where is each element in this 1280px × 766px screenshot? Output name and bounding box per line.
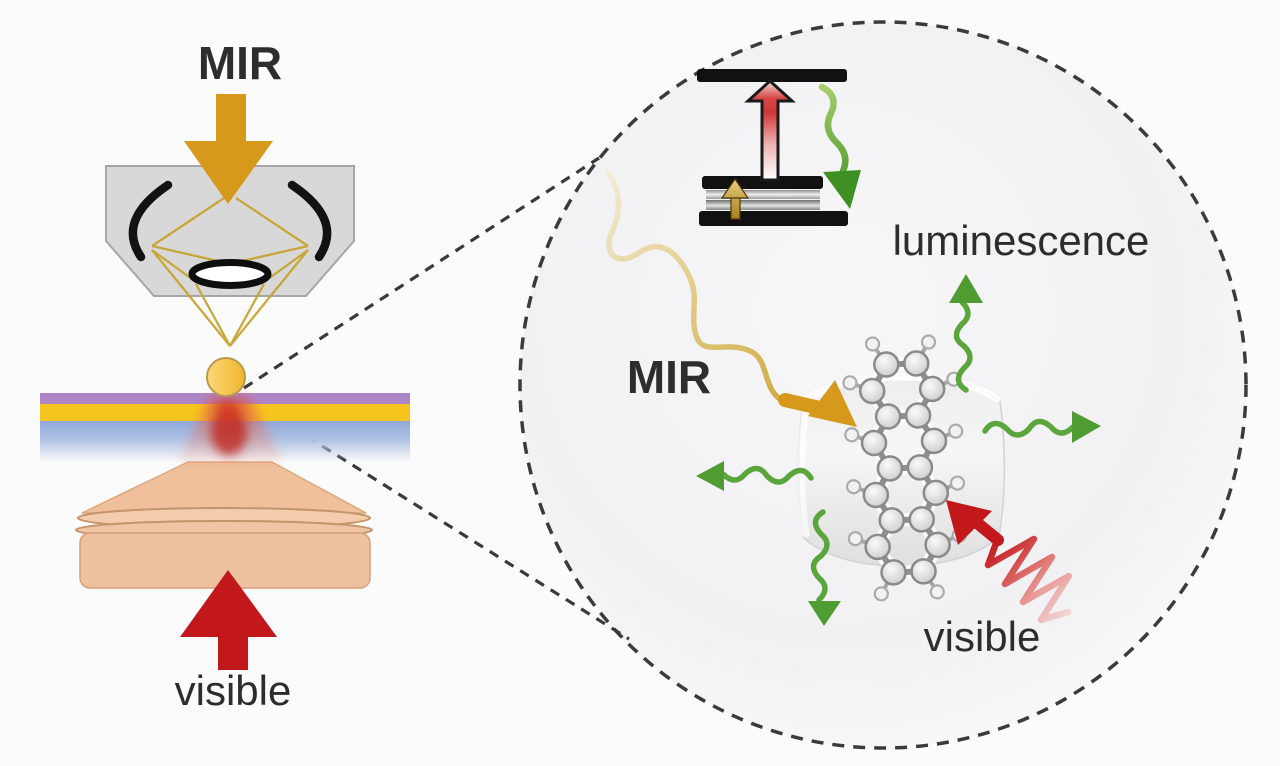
luminescence-arrow-up-icon <box>949 274 983 393</box>
condenser-cone <box>81 461 367 514</box>
molecule-carbon-atoms <box>858 350 951 586</box>
luminescence-arrows <box>696 274 1101 626</box>
visible-excitation-arrow-icon <box>744 78 796 182</box>
objective-left-mirror-arc <box>128 180 173 262</box>
molecule-bonds <box>869 360 941 576</box>
visible-source-arrow-icon <box>180 570 277 670</box>
luminescence-label: luminescence <box>892 217 1150 264</box>
sample-droplet <box>206 357 246 397</box>
mir-into-sample-arrow-icon <box>778 380 857 427</box>
mir-excitation-arrow-icon <box>720 177 750 220</box>
vibrational-sublevel-b <box>706 200 820 210</box>
photothermal-glow <box>176 398 284 464</box>
visible-spring-wave <box>946 500 1073 624</box>
visible-into-sample-arrow-icon <box>946 500 1004 546</box>
objective-body <box>105 165 355 297</box>
condenser-lens <box>75 461 373 589</box>
mir-beam-paths <box>151 197 309 347</box>
vibrational-sublevel-a <box>706 190 820 199</box>
mir-source-arrow-icon <box>184 94 273 204</box>
molecule <box>842 334 967 602</box>
molecule-hydrogen-atoms <box>842 334 967 602</box>
mir-label-left: MIR <box>197 37 283 89</box>
zoom-circle-dashed-border <box>518 20 1248 750</box>
visible-label-zoom: visible <box>923 613 1041 660</box>
objective-secondary-mirror <box>188 259 272 289</box>
visible-label-left: visible <box>174 667 292 714</box>
luminescence-arrow-right-icon <box>982 411 1101 443</box>
ground-state-level <box>699 211 848 226</box>
schwarzschild-objective <box>105 165 355 347</box>
energy-level-diagram <box>697 69 861 226</box>
luminescence-arrow-down-icon <box>808 509 841 626</box>
emission-wavy-arrow-icon <box>818 83 861 209</box>
luminescence-arrow-left-icon <box>696 461 814 491</box>
mir-wave <box>605 169 788 405</box>
mir-label-zoom: MIR <box>626 351 712 403</box>
objective-right-mirror-arc <box>287 180 332 262</box>
excited-state-level <box>697 69 847 82</box>
